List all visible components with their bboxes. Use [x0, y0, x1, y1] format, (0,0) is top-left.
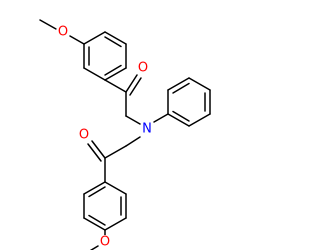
bond-ring2-f — [83, 181, 106, 195]
bond-phenyl-c — [188, 77, 211, 91]
bond-carbonyl1-o — [125, 74, 138, 93]
bond-ch2-carbonyl2 — [104, 145, 127, 159]
bonds-layer — [39, 19, 211, 250]
bond-carbonyl2-o-double — [87, 143, 102, 162]
bond-ring1-d — [104, 67, 127, 81]
atom-ketone-oxygen-top: O — [136, 61, 150, 76]
bond-ring1-a — [83, 31, 106, 45]
bond-phenyl-f — [167, 113, 190, 127]
bond-carbonyl2-o — [91, 140, 106, 159]
bond-o-ring1 — [69, 35, 85, 45]
bond-phenyl-e — [188, 113, 211, 127]
atom-methoxy-oxygen-bottom: O — [98, 235, 112, 250]
bond-ring2-a — [104, 181, 127, 195]
bond-o-methyl2 — [89, 245, 99, 250]
atom-methoxy-oxygen-top: O — [56, 25, 70, 40]
bond-n-phenyl — [153, 113, 169, 123]
bond-ring2-inner-c — [88, 186, 106, 198]
bond-ring2-c — [104, 217, 127, 231]
chemical-structure: O O N O O — [39, 19, 211, 250]
bond-carbonyl1-o-double — [129, 77, 142, 96]
bond-ring1-b — [104, 31, 127, 45]
atom-label-o-ketone-bottom: O — [79, 128, 89, 143]
bond-n-ch2-bottom — [125, 136, 141, 147]
bond-phenyl-inner-c — [172, 110, 190, 122]
bond-ring1-carbonyl — [104, 79, 127, 93]
atom-ketone-oxygen-bottom: O — [77, 128, 91, 143]
bond-ring1-inner-a — [104, 36, 122, 48]
atom-label-o-methoxy-bottom: O — [100, 235, 110, 250]
bond-ch2-n-top — [125, 115, 141, 125]
atom-label-o-methoxy-top: O — [58, 25, 68, 40]
bond-ring2-inner-b — [88, 214, 106, 226]
bond-ring1-e — [83, 67, 106, 81]
bond-phenyl-b — [167, 77, 190, 91]
atom-labels-layer: O O N O O — [56, 25, 154, 250]
bond-phenyl-inner-a — [172, 82, 190, 94]
bond-ring1-inner-b — [104, 64, 122, 76]
bond-ring2-d — [83, 217, 106, 231]
atom-amine-nitrogen: N — [140, 122, 154, 137]
atom-label-n: N — [142, 122, 152, 137]
bond-methyl1-o — [39, 19, 57, 30]
atom-label-o-ketone-top: O — [138, 61, 148, 76]
